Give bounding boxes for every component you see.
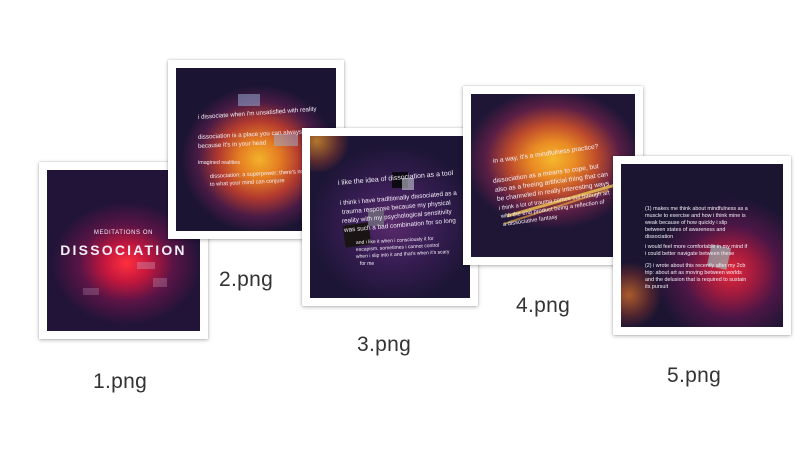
decor-block [137,262,155,269]
thumbnail-kicker: MEDITATIONS ON [93,230,154,236]
file-name-5[interactable]: 5.png [667,364,722,387]
thumbnail-image-5: (1) makes me think about mindfulness as … [621,164,783,327]
decor-block [274,134,298,146]
decor-block [368,210,384,226]
thumbnail-text-line: muscle to exercise and how i think mine … [645,213,746,219]
thumbnail-image-3: i like the idea of dissociation as a too… [310,136,470,298]
thumbnail-text-line: its pursuit [645,284,669,290]
file-name-4[interactable]: 4.png [516,294,571,317]
thumbnail-text-line: because it's in your head [197,139,267,150]
thumbnail-5[interactable]: (1) makes me think about mindfulness as … [613,156,791,335]
thumbnail-text-line: weak because of how quickly i slip [645,220,728,226]
file-name-3[interactable]: 3.png [357,333,412,356]
thumbnail-text-line: to what your mind can conjure [209,178,285,188]
thumbnail-text-line: i dissociate when i'm unsatisfied with r… [197,105,317,121]
thumbnail-text-line: and the delusion that is required to sus… [645,277,747,283]
thumbnail-text-line: imagined realities [198,160,240,166]
thumbnail-text-line: i could better navigate between these [645,251,735,257]
thumbnail-text-line: i would feel more comfortable in my mind… [645,244,748,250]
thumbnail-text-line: between states of awareness and [645,227,726,233]
decor-block [402,178,414,190]
thumbnail-title: DISSOCIATION [60,242,187,258]
thumbnail-3[interactable]: i like the idea of dissociation as a too… [302,128,478,306]
file-name-2[interactable]: 2.png [219,268,274,291]
decor-glow [310,136,352,172]
decor-block [83,288,99,295]
thumbnail-image-4: in a way, it's a mindfulness practice? d… [471,94,635,257]
thumbnail-text-line: dissociation [645,234,674,240]
file-name-1[interactable]: 1.png [93,370,148,393]
thumbnail-text-line: trip: about art as moving between worlds [645,270,742,276]
decor-block [238,94,260,106]
thumbnail-text-line: in a way, it's a mindfulness practice? [492,143,599,165]
thumbnail-text-line: for me [360,261,375,267]
thumbnail-text-line: (1) makes me think about mindfulness as … [645,206,748,212]
decor-block [153,278,167,287]
thumbnail-text-line: (2) i wrote about this recently after my… [645,263,746,269]
